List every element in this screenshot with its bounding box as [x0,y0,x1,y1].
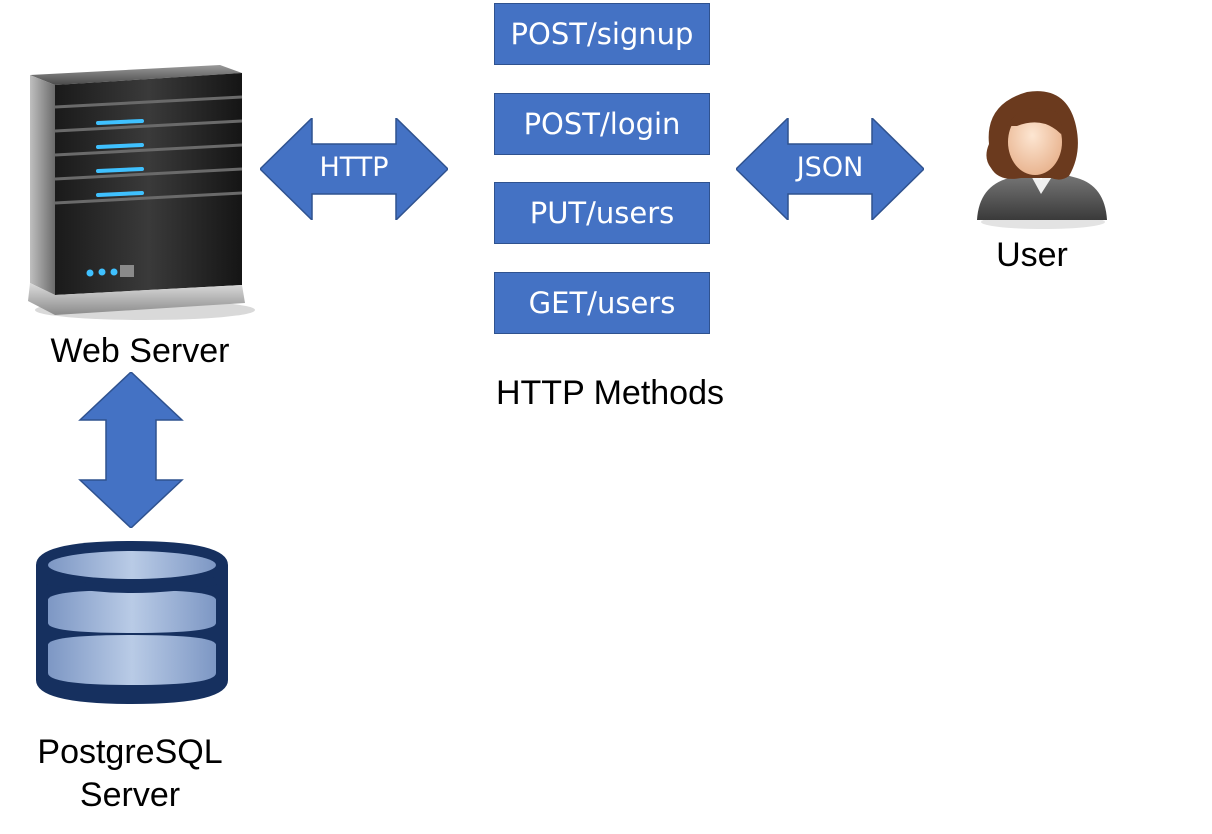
database-icon [36,541,228,704]
method-put-users: PUT/users [494,182,710,244]
method-post-login: POST/login [494,93,710,155]
json-double-arrow [736,118,924,220]
json-arrow-label: JSON [796,152,864,183]
user-label: User [996,236,1068,274]
http-arrow-label: HTTP [319,152,389,183]
web-server-label: Web Server [50,332,230,370]
method-get-users: GET/users [494,272,710,334]
server-icon [28,65,255,320]
database-label-line-1: PostgreSQL [37,733,223,771]
user-icon [977,91,1107,229]
database-label-line-2: Server [79,776,181,814]
http-double-arrow [260,118,448,220]
method-post-signup: POST/signup [494,3,710,65]
vertical-double-arrow [78,372,184,528]
database-label: PostgreSQL Server [20,731,240,817]
http-methods-caption: HTTP Methods [495,374,724,412]
